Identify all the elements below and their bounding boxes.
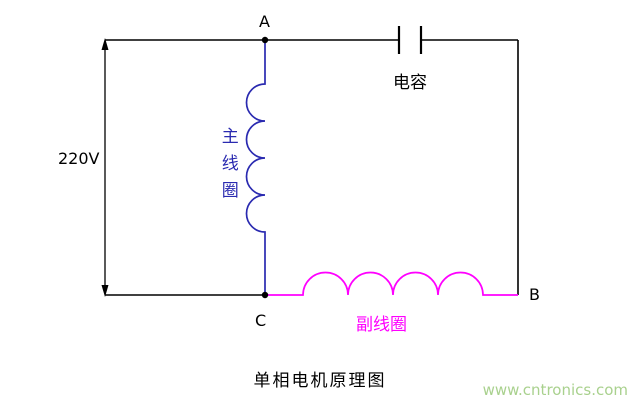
node-b-label: B bbox=[529, 285, 540, 304]
node-a-label: A bbox=[259, 12, 270, 31]
main-coil-symbol bbox=[245, 40, 266, 295]
watermark: www.cntronics.com bbox=[482, 381, 628, 399]
node-a-dot bbox=[261, 36, 269, 44]
diagram-title: 单相电机原理图 bbox=[253, 371, 387, 391]
voltage-arrow bbox=[101, 38, 109, 297]
node-c-label: C bbox=[255, 311, 267, 330]
capacitor-icon bbox=[397, 26, 423, 54]
node-c-dot bbox=[261, 291, 269, 299]
aux-coil-label: 副线圈 bbox=[356, 315, 407, 335]
arrow-up-icon bbox=[101, 38, 109, 50]
main-coil-label: 主线圈 bbox=[217, 127, 238, 208]
aux-coil-symbol bbox=[265, 271, 518, 296]
capacitor-label: 电容 bbox=[393, 73, 427, 93]
voltage-label: 220V bbox=[58, 149, 100, 168]
arrow-down-icon bbox=[101, 285, 109, 297]
